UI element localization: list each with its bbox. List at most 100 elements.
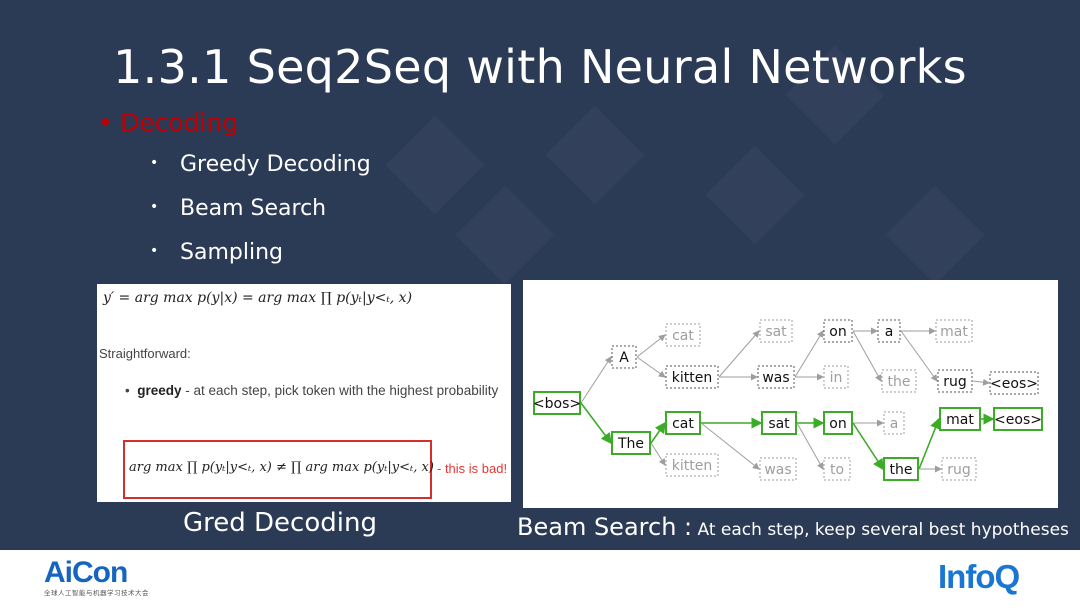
beam-node-label: cat [672, 328, 694, 344]
beam-node-sat2: sat [761, 411, 797, 435]
beam-node-label: to [830, 462, 844, 478]
bullet-glyph: • [150, 199, 159, 215]
beam-node-label: <eos> [994, 412, 1042, 428]
beam-node-on2: on [823, 411, 853, 435]
beam-node-label: kitten [672, 370, 712, 386]
beam-node-on1: on [823, 319, 853, 343]
greedy-bullet: • greedy - at each step, pick token with… [125, 383, 498, 398]
beam-edge [718, 330, 760, 378]
beam-node-eos1: <eos> [989, 371, 1039, 395]
inequality-equation: arg max ∏ p(yₜ|y<ₜ, x) ≠ ∏ arg max p(yₜ|… [129, 460, 434, 475]
beam-node-cat2: cat [665, 411, 701, 435]
beam-node-label: sat [765, 324, 787, 340]
beam-node-label: rug [947, 462, 971, 478]
aicon-logo-text: AiCon [44, 556, 128, 589]
caption-beam-main: Beam Search : [517, 513, 693, 541]
caption-beam: Beam Search : At each step, keep several… [517, 513, 1069, 541]
beam-node-bos: <bos> [533, 391, 581, 415]
beam-node-label: A [619, 350, 629, 366]
beam-node-label: The [617, 436, 644, 452]
beam-edge [650, 442, 666, 466]
beam-node-kitten1: kitten [665, 365, 719, 389]
beam-node-rug2: rug [941, 457, 977, 481]
beam-node-sat1: sat [759, 319, 793, 343]
beam-search-tree: <bos> A The cat kitten cat kitten sat was sat was o… [533, 319, 1043, 481]
beam-edge [918, 417, 941, 470]
footer: AiCon 全球人工智能与机器学习技术大会 InfoQ [0, 550, 1080, 608]
beam-node-label: cat [672, 416, 694, 432]
caption-beam-desc: At each step, keep several best hypothes… [692, 520, 1069, 540]
beam-node-label: rug [943, 374, 967, 390]
beam-node-label: the [888, 374, 911, 390]
beam-node-label: on [829, 324, 846, 340]
bullet-glyph: • [125, 383, 130, 398]
beam-node-eos2: <eos> [993, 407, 1043, 431]
greedy-decoding-panel: y′ = arg max p(y|x) = arg max ∏ p(yₜ|y<ₜ… [97, 284, 511, 502]
beam-node-label: a [890, 416, 899, 432]
beam-node-mat1: mat [935, 319, 973, 343]
beam-node-label: mat [940, 324, 968, 340]
slide-title: 1.3.1 Seq2Seq with Neural Networks [113, 40, 967, 94]
bg-diamond [886, 186, 985, 285]
sub-bullet-beam: • Beam Search [150, 196, 326, 221]
greedy-description: - at each step, pick token with the high… [181, 383, 499, 398]
beam-node-a1: a [877, 319, 901, 343]
bullet-glyph: • [150, 155, 159, 171]
sub-bullet-label: Beam Search [180, 196, 327, 221]
beam-node-label: was [764, 462, 791, 478]
beam-edge [700, 422, 760, 470]
beam-node-a2: a [883, 411, 905, 435]
beam-edge [794, 330, 824, 378]
beam-node-was1: was [757, 365, 795, 389]
sub-bullet-sampling: •Sampling [150, 240, 283, 265]
bad-note: - this is bad! [437, 461, 508, 476]
beam-search-panel: <bos> A The cat kitten cat kitten sat was sat was o… [523, 280, 1058, 508]
beam-edge [650, 421, 666, 444]
beam-node-label: was [762, 370, 789, 386]
beam-node-to1: to [823, 457, 851, 481]
beam-node-The: The [611, 431, 651, 455]
straightforward-label: Straightforward: [99, 346, 191, 361]
bg-diamond [706, 146, 805, 245]
beam-node-label: the [890, 462, 913, 478]
bg-diamond [546, 106, 645, 205]
beam-node-mat2: mat [939, 407, 981, 431]
beam-edge [852, 422, 884, 471]
beam-edge [900, 330, 938, 382]
beam-node-label: <bos> [533, 396, 581, 412]
bullet-decoding: •Decoding [98, 108, 238, 137]
beam-edge [796, 422, 824, 470]
beam-node-label: kitten [672, 458, 712, 474]
beam-edge [636, 334, 666, 358]
beam-edge [580, 402, 612, 445]
bg-diamond [386, 116, 485, 215]
beam-node-label: in [830, 370, 843, 386]
beam-node-label: <eos> [990, 376, 1038, 392]
beam-node-in1: in [823, 365, 849, 389]
aicon-logo-subtitle: 全球人工智能与机器学习技术大会 [44, 589, 149, 597]
beam-node-kitten2: kitten [665, 453, 719, 477]
bg-diamond [456, 186, 555, 285]
caption-greedy: Gred Decoding [183, 508, 377, 538]
greedy-term: greedy [137, 383, 182, 398]
beam-node-label: a [885, 324, 894, 340]
sub-bullet-greedy: • Greedy Decoding [150, 152, 371, 177]
beam-edge [636, 356, 666, 378]
beam-node-rug1: rug [937, 369, 973, 393]
beam-node-the2: the [883, 457, 919, 481]
sub-bullet-label: Greedy Decoding [180, 152, 371, 177]
beam-node-cat1: cat [665, 323, 701, 347]
beam-node-label: mat [946, 412, 974, 428]
beam-edge [580, 356, 612, 404]
bullet-decoding-label: Decoding [120, 108, 239, 137]
bullet-glyph: • [98, 108, 113, 137]
slide: 1.3.1 Seq2Seq with Neural Networks •Deco… [0, 0, 1080, 550]
beam-edge [972, 378, 990, 386]
beam-node-label: sat [768, 416, 790, 432]
infoq-logo: InfoQ [938, 558, 1020, 595]
beam-node-the1: the [881, 369, 917, 393]
beam-node-label: on [829, 416, 846, 432]
beam-node-was2: was [759, 457, 797, 481]
greedy-equation: y′ = arg max p(y|x) = arg max ∏ p(yₜ|y<ₜ… [103, 290, 413, 306]
aicon-logo: AiCon 全球人工智能与机器学习技术大会 [44, 556, 149, 597]
